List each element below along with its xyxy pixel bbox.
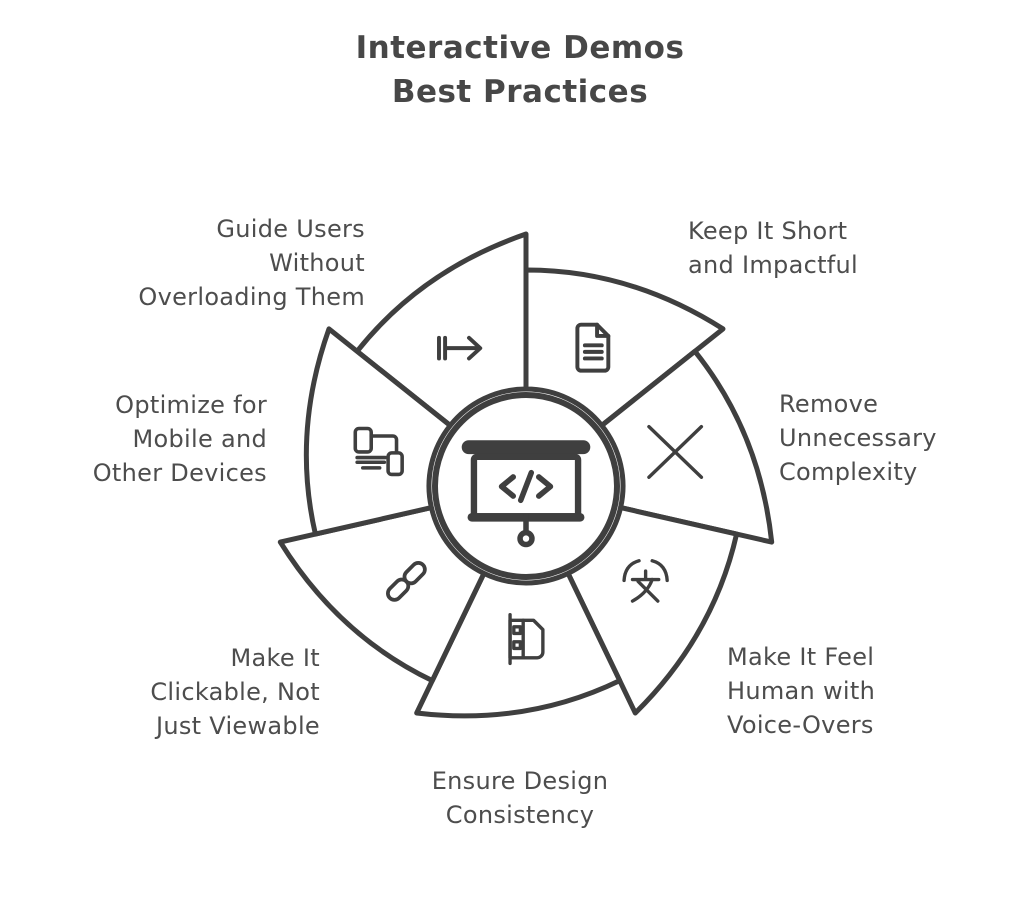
segment-blade-guide-users — [354, 231, 529, 428]
title-line: Best Practices — [391, 74, 649, 110]
segment-label-guide-users: Guide Users Without Overloading Them — [85, 212, 365, 314]
label-line: Make It Feel — [727, 643, 875, 671]
segment-blade-mobile-devices — [303, 326, 453, 537]
label-line: Other Devices — [92, 459, 267, 487]
label-line: Voice-Overs — [727, 711, 874, 739]
label-line: Remove — [779, 390, 879, 418]
label-line: Without — [269, 249, 365, 277]
label-line: Make It — [230, 644, 320, 672]
segment-blade-clickable — [277, 505, 487, 684]
page-title: Interactive Demos Best Practices — [356, 26, 685, 114]
label-line: and Impactful — [688, 251, 859, 279]
label-line: Keep It Short — [688, 217, 848, 245]
label-line: Consistency — [445, 801, 595, 829]
segment-blade-remove-complexity — [599, 348, 775, 545]
label-line: Overloading Them — [138, 283, 365, 311]
segment-label-mobile-devices: Optimize for Mobile and Other Devices — [40, 388, 267, 490]
label-line: Optimize for — [115, 391, 267, 419]
segment-label-clickable: Make It Clickable, Not Just Viewable — [90, 641, 320, 743]
segment-label-keep-short: Keep It Short and Impactful — [688, 214, 858, 282]
title-line: Interactive Demos — [355, 30, 685, 66]
segment-label-remove-complexity: Remove Unnecessary Complexity — [779, 387, 937, 489]
segment-label-voice-overs: Make It Feel Human with Voice-Overs — [727, 640, 875, 742]
segment-label-design-consistency: Ensure Design Consistency — [370, 764, 670, 832]
label-line: Complexity — [779, 458, 918, 486]
label-line: Mobile and — [132, 425, 267, 453]
label-line: Unnecessary — [779, 424, 937, 452]
label-line: Human with — [727, 677, 876, 705]
segment-blade-voice-overs — [565, 505, 740, 716]
segment-blade-keep-short — [523, 267, 726, 428]
label-line: Clickable, Not — [150, 678, 320, 706]
label-line: Ensure Design — [431, 767, 609, 795]
label-line: Just Viewable — [155, 712, 320, 740]
label-line: Guide Users — [216, 215, 365, 243]
